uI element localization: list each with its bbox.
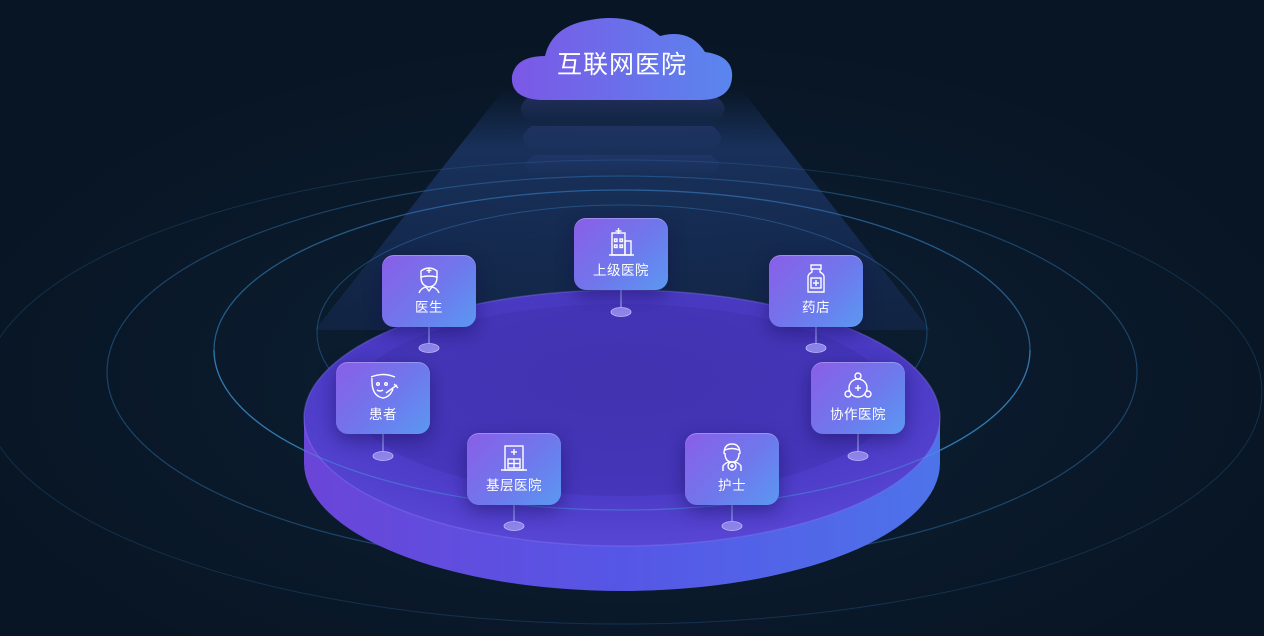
node-nurse[interactable]: 护士 [685, 433, 779, 505]
cloud-title: 互联网医院 [556, 50, 687, 79]
nurse-icon [722, 443, 742, 471]
doctor-icon [418, 267, 440, 294]
patient-icon [370, 373, 399, 399]
node-pads [372, 307, 869, 531]
node-partner-hospital[interactable]: 协作医院 [811, 362, 905, 434]
front-ring-arc [213, 349, 1031, 511]
node-doctor[interactable]: 医生 [382, 255, 476, 327]
node-label: 医生 [415, 300, 443, 316]
node-label: 药店 [802, 300, 830, 316]
clinic-building-icon [501, 445, 527, 471]
node-label: 患者 [369, 407, 397, 423]
medicine-bottle-icon [807, 264, 825, 293]
platform-disc [303, 289, 941, 591]
node-stems [382, 289, 859, 524]
node-primary-hospital[interactable]: 基层医院 [467, 433, 561, 505]
hospital-building-icon [609, 228, 634, 256]
node-label: 基层医院 [486, 478, 542, 494]
node-label: 护士 [718, 478, 746, 494]
cloud-shape [511, 18, 733, 100]
network-cross-icon [844, 372, 872, 398]
node-superior-hospital[interactable]: 上级医院 [574, 218, 668, 290]
node-label: 上级医院 [593, 263, 649, 279]
cloud-reflection [521, 96, 725, 176]
node-patient[interactable]: 患者 [336, 362, 430, 434]
node-pharmacy[interactable]: 药店 [769, 255, 863, 327]
node-label: 协作医院 [830, 407, 886, 423]
